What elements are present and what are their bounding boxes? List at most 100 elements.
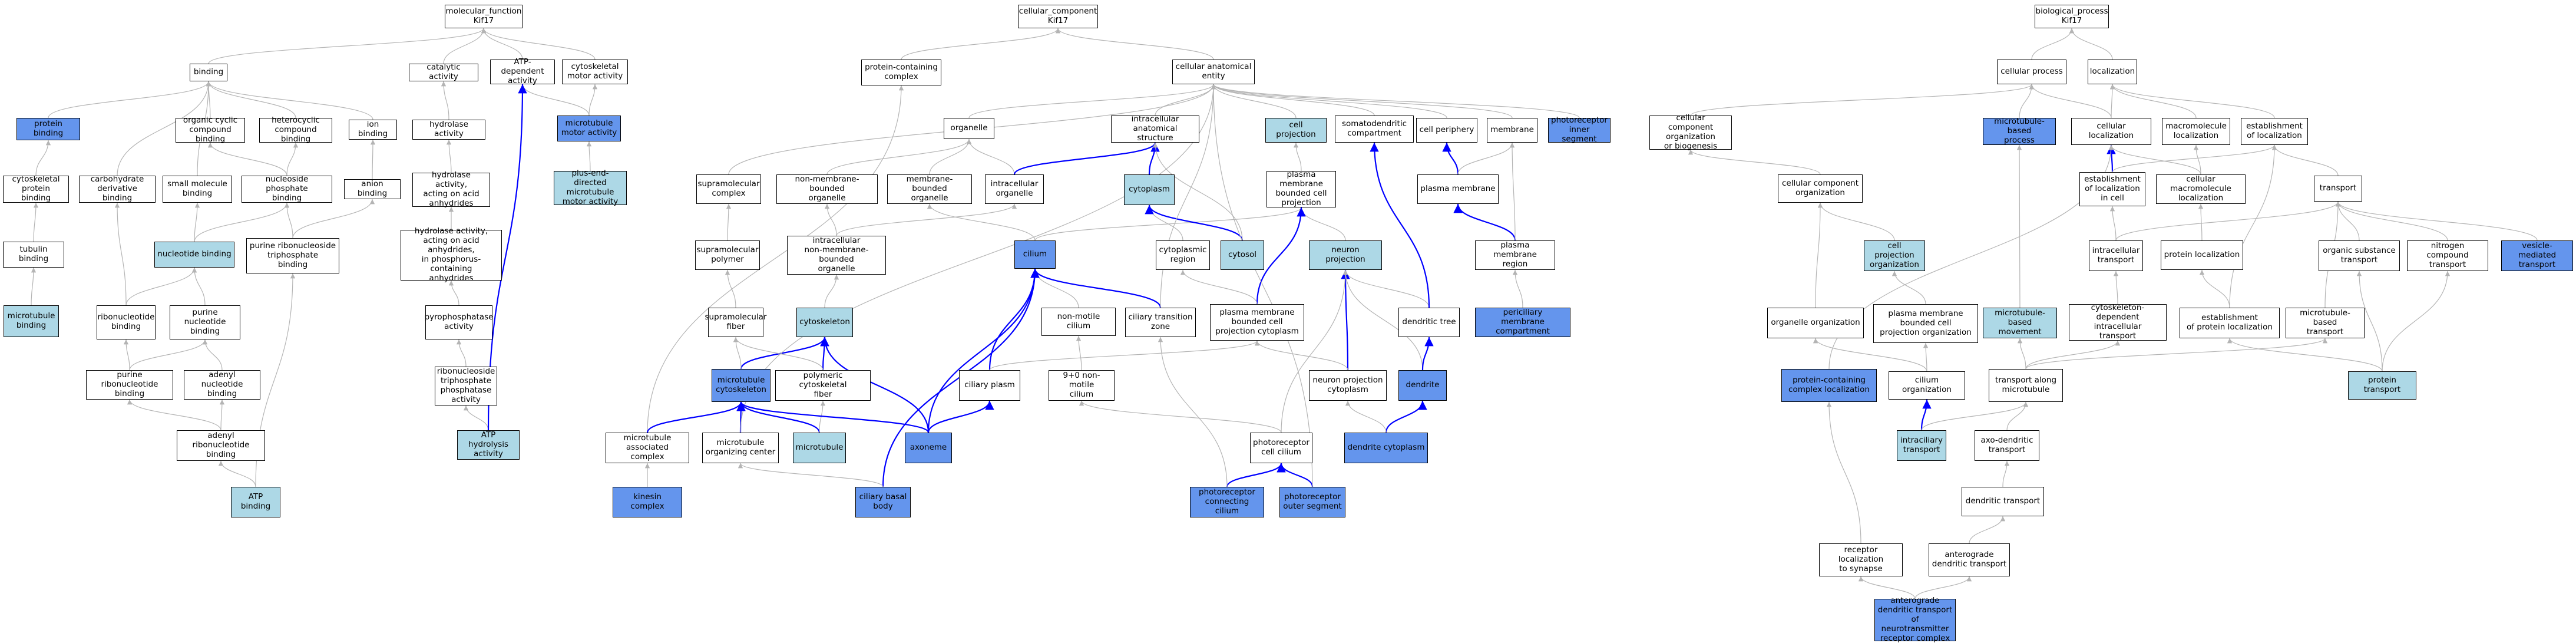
node-microtubule-associated-complex[interactable]: microtubule associated complex <box>606 433 689 463</box>
node-non-motile-cilium[interactable]: non-motile cilium <box>1041 308 1116 336</box>
node-macromolecule-localization[interactable]: macromolecule localization <box>2162 118 2230 145</box>
node-heterocyclic-compound-binding[interactable]: heterocyclic compound binding <box>259 116 332 144</box>
node-microtubule-based-transport[interactable]: microtubule-based transport <box>2286 308 2365 338</box>
node-plasma-membrane-region[interactable]: plasma membrane region <box>1475 240 1555 270</box>
node-axoneme[interactable]: axoneme <box>905 433 952 463</box>
node-transport-along-microtubule[interactable]: transport along microtubule <box>1989 369 2063 402</box>
node-ribonucleotide-binding[interactable]: ribonucleotide binding <box>97 305 156 339</box>
node-neuron-projection-cytoplasm[interactable]: neuron projection cytoplasm <box>1309 370 1387 401</box>
node-protein-binding[interactable]: protein binding <box>16 118 80 140</box>
node-localization[interactable]: localization <box>2088 60 2137 84</box>
node-organelle-organization[interactable]: organelle organization <box>1767 308 1864 338</box>
node-atp-dependent-activity[interactable]: ATP-dependent activity <box>490 57 555 85</box>
node-polymeric-cytoskeletal-fiber[interactable]: polymeric cytoskeletal fiber <box>775 370 871 401</box>
node-cellular-process[interactable]: cellular process <box>1997 60 2066 84</box>
node-pyrophosphatase-activity[interactable]: pyrophosphatase activity <box>425 305 493 339</box>
node-photoreceptor-inner-segment[interactable]: photoreceptor inner segment <box>1548 116 1611 144</box>
node-cell-periphery[interactable]: cell periphery <box>1416 118 1477 143</box>
node-cellular-macromolecule-localization[interactable]: cellular macromolecule localization <box>2156 174 2246 204</box>
node-protein-transport[interactable]: protein transport <box>2348 371 2416 400</box>
node-plasma-membrane-bounded-cell-projection[interactable]: plasma membrane bounded cell projection <box>1266 170 1336 207</box>
node-adenyl-ribonucleotide-binding[interactable]: adenyl ribonucleotide binding <box>177 430 265 461</box>
node-cytoplasmic-region[interactable]: cytoplasmic region <box>1156 240 1210 270</box>
node-anion-binding[interactable]: anion binding <box>344 179 401 199</box>
node-cytoskeletal-protein-binding[interactable]: cytoskeletal protein binding <box>3 174 69 203</box>
node-organic-substance-transport[interactable]: organic substance transport <box>2319 240 2400 271</box>
node-transport[interactable]: transport <box>2314 176 2362 202</box>
node-cilium[interactable]: cilium <box>1014 240 1056 269</box>
node-cytoskeleton-dependent-intracellular-transport[interactable]: cytoskeleton-dependent intracellular tra… <box>2069 303 2167 341</box>
node-neuron-projection[interactable]: neuron projection <box>1309 240 1382 270</box>
node-cytoskeletal-motor-activity[interactable]: cytoskeletal motor activity <box>562 60 628 84</box>
node-protein-containing-complex[interactable]: protein-containing complex <box>861 60 941 85</box>
node-protein-localization[interactable]: protein localization <box>2161 240 2243 270</box>
node-plus-end-directed-microtubule-motor-activity[interactable]: plus-end-directed microtubule motor acti… <box>554 169 627 206</box>
node-small-molecule-binding[interactable]: small molecule binding <box>163 176 232 203</box>
node-microtubule-based-movement[interactable]: microtubule-based movement <box>1983 308 2057 338</box>
node-cellular-localization[interactable]: cellular localization <box>2071 118 2151 145</box>
node-ion-binding[interactable]: ion binding <box>349 120 397 140</box>
node-hydrolase-acting-on-acid-anhydrides[interactable]: hydrolase activity, acting on acid anhyd… <box>412 170 490 208</box>
node-vesicle-mediated-transport[interactable]: vesicle-mediated transport <box>2501 240 2573 271</box>
node-cytoplasm[interactable]: cytoplasm <box>1124 174 1175 205</box>
node-tubulin-binding[interactable]: tubulin binding <box>3 242 64 268</box>
node-microtubule-cytoskeleton[interactable]: microtubule cytoskeleton <box>712 369 771 402</box>
node-supramolecular-fiber[interactable]: supramolecular fiber <box>705 308 767 337</box>
node-ciliary-basal-body[interactable]: ciliary basal body <box>855 487 911 517</box>
node-establishment-of-localization[interactable]: establishment of localization <box>2241 118 2308 145</box>
node-cytoskeleton[interactable]: cytoskeleton <box>796 308 853 337</box>
node-microtubule[interactable]: microtubule <box>793 433 846 463</box>
node-binding[interactable]: binding <box>190 64 227 81</box>
node-cellular-component-organization-or-biogenesis[interactable]: cellular component organization or bioge… <box>1649 113 1732 151</box>
node-catalytic-activity[interactable]: catalytic activity <box>409 62 478 81</box>
node-bp-root[interactable]: biological_process Kif17 <box>2035 5 2109 28</box>
node-photoreceptor-connecting-cilium[interactable]: photoreceptor connecting cilium <box>1190 487 1264 517</box>
node-receptor-localization-to-synapse[interactable]: receptor localization to synapse <box>1819 543 1903 576</box>
node-supramolecular-polymer[interactable]: supramolecular polymer <box>695 240 760 270</box>
node-carbohydrate-derivative-binding[interactable]: carbohydrate derivative binding <box>79 174 156 203</box>
node-microtubule-motor-activity[interactable]: microtubule motor activity <box>557 116 621 141</box>
node-ciliary-plasm[interactable]: ciliary plasm <box>959 370 1020 401</box>
node-intraciliary-transport[interactable]: intraciliary transport <box>1897 430 1946 461</box>
node-photoreceptor-cell-cilium[interactable]: photoreceptor cell cilium <box>1250 433 1312 463</box>
node-cell-projection[interactable]: cell projection <box>1265 118 1327 143</box>
node-establishment-of-protein-localization[interactable]: establishment of protein localization <box>2180 308 2280 338</box>
node-dendritic-transport[interactable]: dendritic transport <box>1962 487 2044 516</box>
node-axo-dendritic-transport[interactable]: axo-dendritic transport <box>1975 430 2039 461</box>
node-purine-nucleotide-binding[interactable]: purine nucleotide binding <box>170 305 240 339</box>
node-dendrite[interactable]: dendrite <box>1398 370 1447 401</box>
node-non-membrane-bounded-organelle[interactable]: non-membrane-bounded organelle <box>776 174 878 204</box>
node-nitrogen-compound-transport[interactable]: nitrogen compound transport <box>2407 240 2488 271</box>
node-supramolecular-complex[interactable]: supramolecular complex <box>696 174 761 204</box>
node-cellular-anatomical-entity[interactable]: cellular anatomical entity <box>1172 60 1255 84</box>
node-plasma-membrane-bounded-cell-projection-organization[interactable]: plasma membrane bounded cell projection … <box>1873 304 1978 343</box>
node-organelle[interactable]: organelle <box>944 118 994 139</box>
node-atp-hydrolysis-activity[interactable]: ATP hydrolysis activity <box>457 430 520 460</box>
node-anterograde-dendritic-transport[interactable]: anterograde dendritic transport <box>1929 543 2010 576</box>
node-cc-root[interactable]: cellular_component Kif17 <box>1018 5 1098 28</box>
node-nucleotide-binding[interactable]: nucleotide binding <box>154 242 234 268</box>
node-periciliary-membrane-compartment[interactable]: periciliary membrane compartment <box>1475 308 1570 337</box>
node-intracellular-anatomical-structure[interactable]: intracellular anatomical structure <box>1111 114 1199 143</box>
node-plasma-membrane[interactable]: plasma membrane <box>1417 174 1499 204</box>
node-kinesin-complex[interactable]: kinesin complex <box>613 487 682 517</box>
node-cell-projection-organization[interactable]: cell projection organization <box>1864 240 1925 271</box>
node-intracellular-organelle[interactable]: intracellular organelle <box>985 174 1044 204</box>
node-anterograde-dendritic-transport-of-neurotransmitter-receptor-complex[interactable]: anterograde dendritic transport of neuro… <box>1874 596 1956 643</box>
node-dendrite-cytoplasm[interactable]: dendrite cytoplasm <box>1344 433 1428 463</box>
node-photoreceptor-outer-segment[interactable]: photoreceptor outer segment <box>1279 487 1345 517</box>
node-protein-containing-complex-localization[interactable]: protein-containing complex localization <box>1781 369 1877 402</box>
node-ciliary-transition-zone[interactable]: ciliary transition zone <box>1125 308 1196 337</box>
node-hydrolase-activity[interactable]: hydrolase activity <box>412 120 485 140</box>
node-nucleoside-phosphate-binding[interactable]: nucleoside phosphate binding <box>242 174 332 203</box>
node-purine-ribonucleotide-binding[interactable]: purine ribonucleotide binding <box>86 370 173 400</box>
node-atp-binding[interactable]: ATP binding <box>231 487 280 517</box>
node-plasma-membrane-bounded-cell-projection-cytoplasm[interactable]: plasma membrane bounded cell projection … <box>1210 304 1304 341</box>
node-intracellular-non-membrane-bounded-organelle[interactable]: intracellular non-membrane-bounded organ… <box>787 236 886 275</box>
node-hydrolase-acting-on-acid-anhydrides-phosphorus[interactable]: hydrolase activity, acting on acid anhyd… <box>401 226 502 283</box>
node-cellular-component-organization[interactable]: cellular component organization <box>1778 174 1863 203</box>
node-microtubule-based-process[interactable]: microtubule-based process <box>1983 117 2056 145</box>
node-microtubule-organizing-center[interactable]: microtubule organizing center <box>702 433 779 463</box>
node-cytosol[interactable]: cytosol <box>1221 240 1264 270</box>
node-microtubule-binding[interactable]: microtubule binding <box>4 305 59 337</box>
